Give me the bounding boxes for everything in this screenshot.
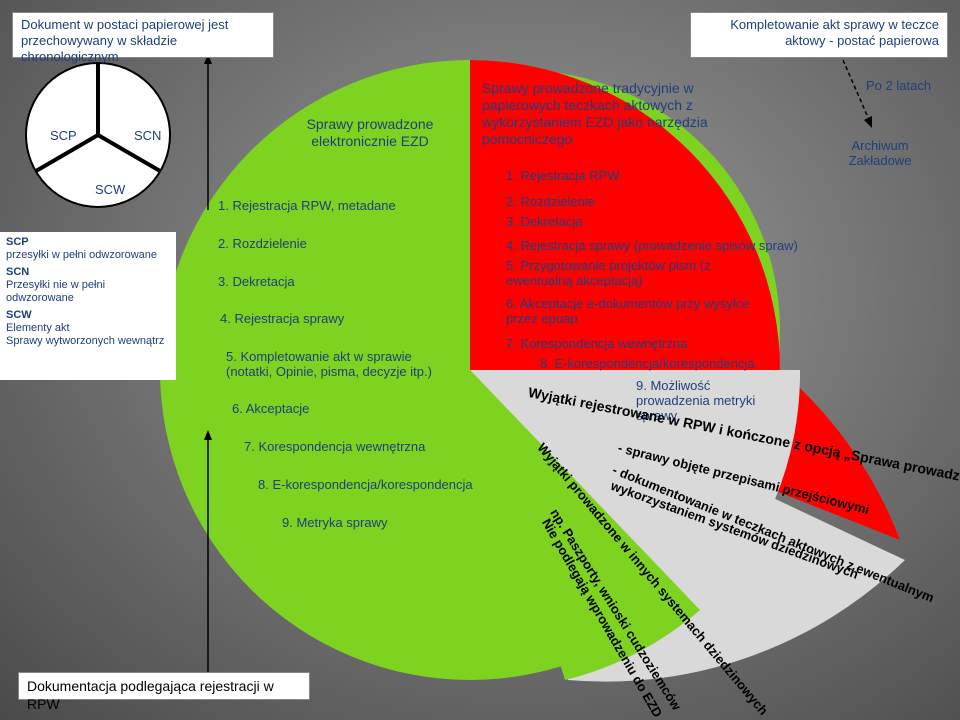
- legend-scn-desc: Przesyłki nie w pełni odwzorowane: [6, 279, 106, 304]
- ezd-step-1: 1. Rejestracja RPW, metadane: [218, 198, 396, 213]
- top-right-box: Kompletowanie akt sprawy w teczce aktowy…: [690, 12, 948, 58]
- trad-step-4: 4. Rejestracja sprawy (prowadzenie spisó…: [506, 238, 798, 253]
- archive-label: Archiwum Zakładowe: [848, 138, 912, 168]
- top-left-box: Dokument w postaci papierowej jest przec…: [12, 12, 274, 64]
- ezd-title: Sprawy prowadzone elektronicznie EZD: [306, 116, 434, 149]
- ezd-step-2: 2. Rozdzielenie: [218, 236, 307, 251]
- legend-scn-title: SCN: [6, 266, 30, 278]
- legend-scp-title: SCP: [6, 236, 29, 248]
- trad-step-5: 5. Przygotowanie projektów pism (z ewent…: [506, 258, 711, 288]
- trad-step-2: 2. Rozdzielenie: [506, 194, 595, 209]
- exceptions-grey-sector: [470, 370, 801, 610]
- legend-scw-title: SCW: [6, 309, 32, 321]
- scp-label: SCP: [50, 128, 77, 143]
- ezd-step-4: 4. Rejestracja sprawy: [220, 311, 345, 326]
- domain-systems-sector: [470, 370, 700, 680]
- legend-scw-desc1: Elementy akt: [6, 322, 70, 334]
- trad-step-3: 3. Dekretacja: [506, 214, 583, 229]
- trad-step-9: 9. Możliwość prowadzenia metryki sprawy: [636, 378, 756, 423]
- trad-step-8: 8. E-korespondencja/korespondencja: [540, 356, 755, 371]
- scw-label: SCW: [95, 182, 126, 197]
- ezd-step-9: 9. Metryka sprawy: [282, 515, 388, 530]
- trad-step-6: 6. Akceptacje e-dokumentów przy wysyłce …: [506, 296, 750, 326]
- ezd-step-6: 6. Akceptacje: [232, 401, 310, 416]
- after-2-years-label: Po 2 latach: [866, 78, 932, 93]
- trad-step-7: 7. Korespondencja wewnętrzna: [506, 336, 688, 351]
- traditional-red-sector: [470, 60, 780, 370]
- legend-scp-desc: przesyłki w pełni odwzorowane: [6, 249, 158, 261]
- traditional-title: Sprawy prowadzone tradycyjnie w papierow…: [482, 80, 708, 147]
- scn-label: SCN: [134, 128, 162, 143]
- ezd-step-3: 3. Dekretacja: [218, 274, 295, 289]
- legend-box: SCP przesyłki w pełni odwzorowane SCN Pr…: [0, 232, 176, 380]
- legend-scw-desc2: Sprawy wytworzonych wewnątrz: [6, 335, 165, 347]
- ezd-step-5: 5. Kompletowanie akt w sprawie (notatki,…: [226, 349, 432, 379]
- ezd-step-7: 7. Korespondencja wewnętrzna: [244, 439, 426, 454]
- trad-step-1: 1. Rejestracja RPW: [506, 168, 620, 183]
- bottom-box: Dokumentacja podlegająca rejestracji w R…: [18, 672, 310, 712]
- ezd-step-8: 8. E-korespondencja/korespondencja: [258, 477, 473, 492]
